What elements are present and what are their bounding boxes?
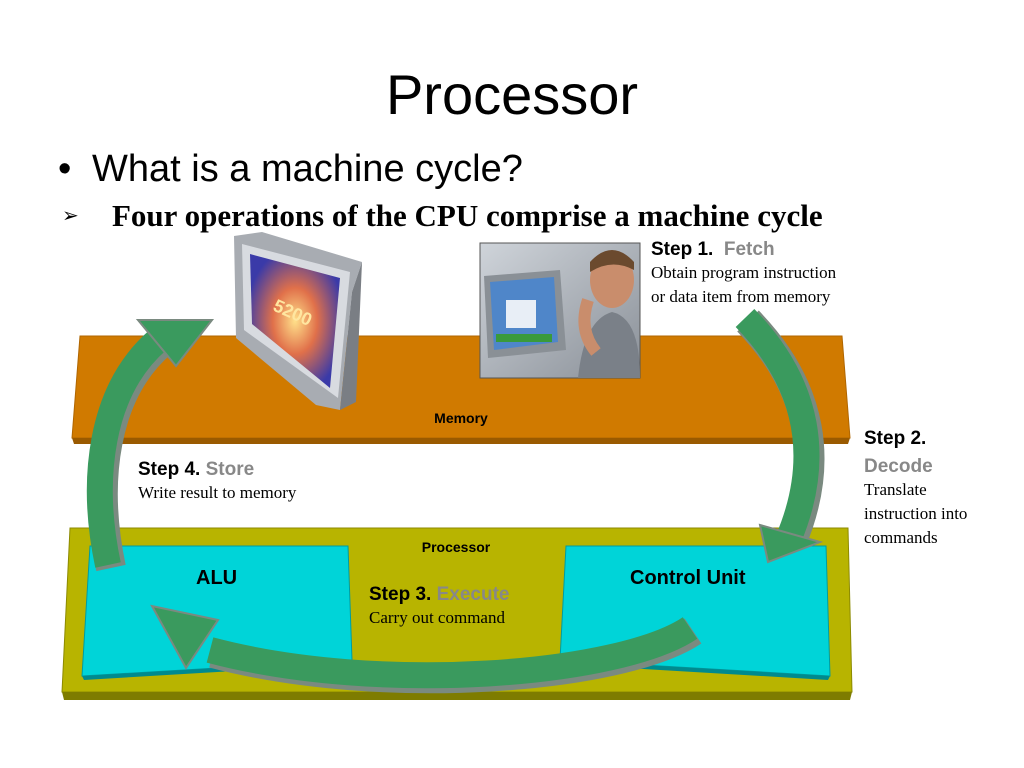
processor-label: Processor (421, 539, 491, 555)
step-decode-desc-1: Translate (864, 480, 927, 499)
step-fetch-desc-2: or data item from memory (651, 287, 831, 306)
slide-title: Processor (385, 63, 639, 126)
step-decode-word: Decode (864, 456, 933, 477)
arrow-bullet-icon: ➢ (62, 205, 79, 227)
fetch-arrow-icon (735, 308, 825, 564)
control-unit-label: Control Unit (630, 567, 746, 589)
person-at-computer-image (479, 242, 641, 379)
step-execute-desc: Carry out command (369, 608, 505, 627)
alu-label: ALU (196, 567, 238, 589)
bullet-statement: ➢ Four operations of the CPU comprise a m… (62, 198, 823, 234)
bullet-dot-icon: • (58, 148, 72, 190)
step-store: Step 4. Store Write result to memory (138, 459, 296, 505)
step-store-desc: Write result to memory (138, 483, 297, 502)
bullet-question-text: What is a machine cycle? (92, 148, 523, 190)
memory-label: Memory (434, 410, 488, 426)
store-arrow-icon (86, 319, 215, 572)
step-store-number: Step 4. (138, 459, 201, 480)
step-store-word: Store (205, 459, 255, 480)
step-execute: Step 3. Execute Carry out command (369, 584, 509, 630)
memory-band (71, 335, 851, 444)
bullet-question: • What is a machine cycle? (58, 148, 523, 191)
step-fetch-word: Fetch (723, 239, 775, 260)
step-fetch-number: Step 1. (651, 239, 714, 260)
bullet-statement-text: Four operations of the CPU comprise a ma… (112, 198, 823, 233)
step-execute-number: Step 3. (369, 584, 432, 605)
monitor-icon: 5200 (234, 232, 362, 410)
step-execute-word: Execute (436, 584, 510, 605)
step-fetch-desc-1: Obtain program instruction (651, 263, 837, 282)
step-decode: Step 2. Decode Translate instruction int… (864, 428, 967, 550)
step-fetch: Step 1. Fetch Obtain program instruction… (651, 239, 836, 309)
step-decode-desc-3: commands (864, 528, 938, 547)
execute-arrow-icon (150, 604, 702, 694)
step-decode-desc-2: instruction into (864, 504, 968, 523)
step-decode-number: Step 2. (864, 428, 927, 449)
